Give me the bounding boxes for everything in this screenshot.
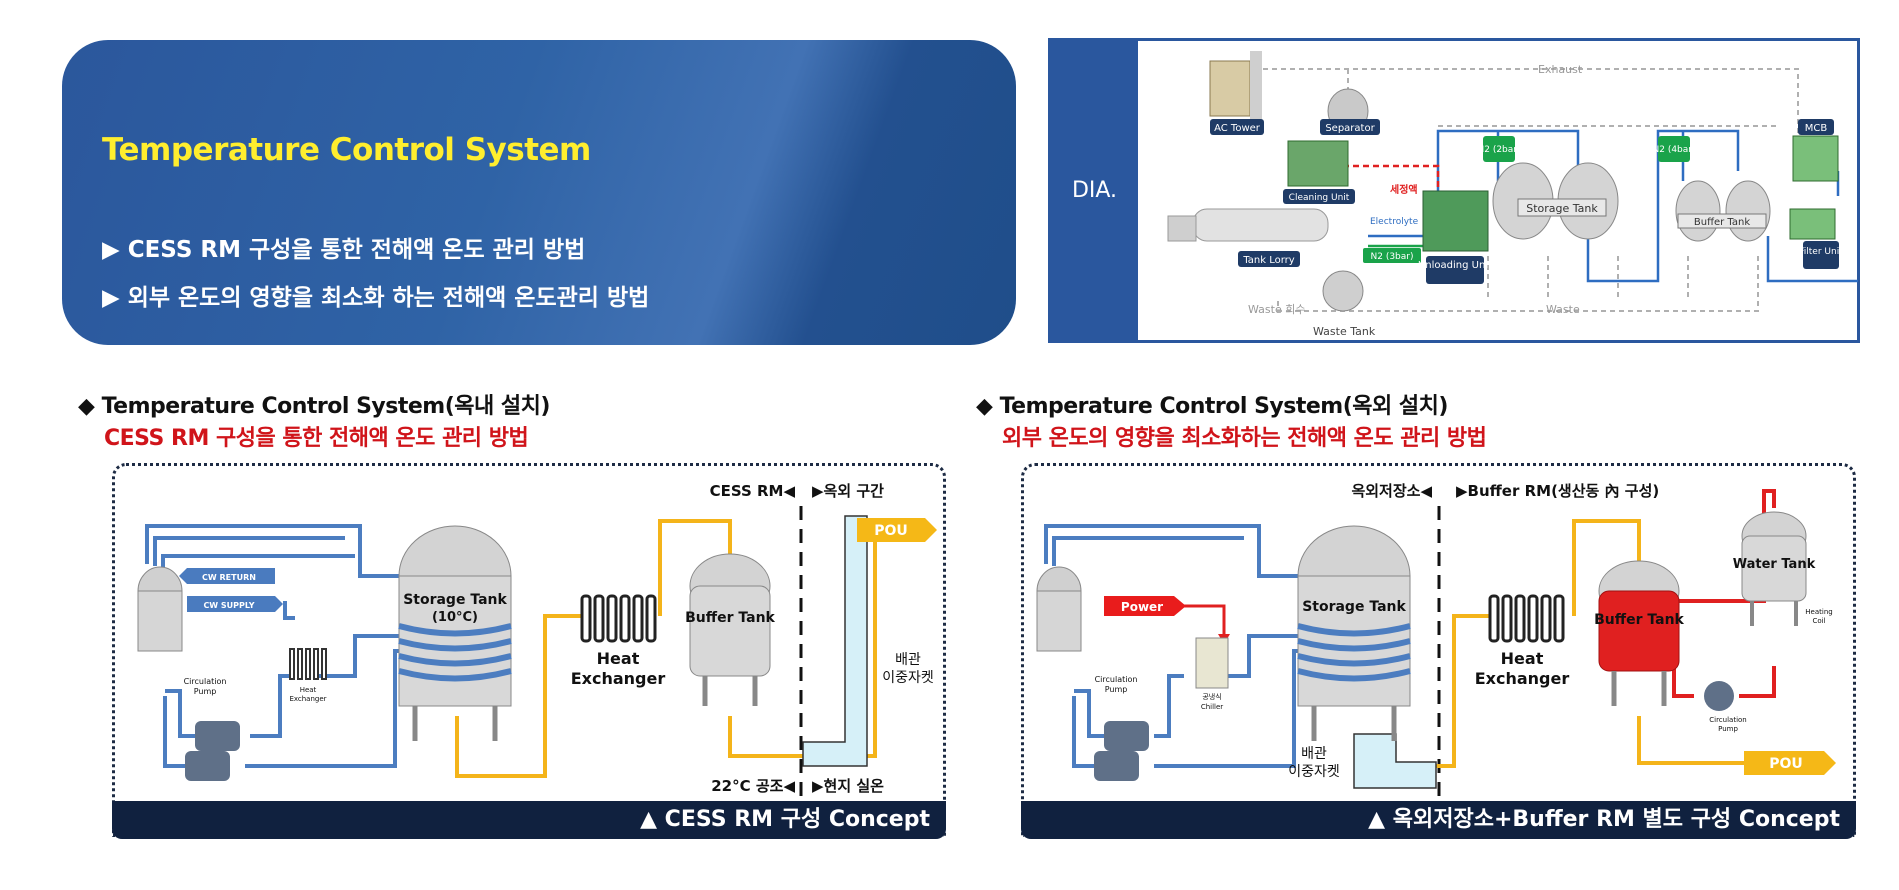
right-heat: Heat	[1501, 649, 1544, 668]
dia-buffer-tank: Buffer Tank	[1694, 217, 1750, 228]
right-buffer-rm: ▶Buffer RM(생산동 內 구성)	[1456, 482, 1659, 500]
left-subheading: CESS RM 구성을 통한 전해액 온도 관리 방법	[104, 426, 529, 451]
hero-title: Temperature Control System	[102, 132, 591, 168]
right-chiller-1: 공냉식	[1202, 692, 1221, 701]
right-buffer-tank: Buffer Tank	[1594, 612, 1684, 628]
right-pou: POU	[1769, 756, 1803, 772]
dia-unloading-unit: Unloading Unit	[1418, 260, 1492, 271]
left-storage-temp: (10°C)	[432, 610, 478, 625]
left-circ-pump-2: Pump	[194, 687, 217, 696]
right-water-tank: Water Tank	[1733, 557, 1816, 572]
left-heat: Heat	[597, 649, 640, 668]
left-hx-small-2: Exchanger	[289, 695, 326, 703]
hero-bullet-1: ▶ CESS RM 구성을 통한 전해액 온도 관리 방법	[102, 237, 586, 263]
hero-bullet-2: ▶ 외부 온도의 영향을 최소화 하는 전해액 온도관리 방법	[102, 285, 650, 311]
right-heating-2: Coil	[1812, 617, 1825, 625]
left-concept-panel: CESS RM◀ ▶옥외 구간 POU CW RETURN CW SUPPLY …	[112, 463, 946, 837]
dia-n2-2bar: N2 (2bar)	[1478, 145, 1521, 155]
right-pipe-1: 배관	[1301, 746, 1327, 762]
process-flow-diagram: Exhaust AC Tower Separator Cleaning Unit…	[1167, 51, 1858, 338]
left-circ-pump-1: Circulation	[184, 677, 227, 686]
dia-exhaust: Exhaust	[1538, 63, 1583, 76]
right-chiller-2: Chiller	[1201, 703, 1223, 711]
left-exchanger: Exchanger	[571, 669, 666, 688]
left-footer: ▲ CESS RM 구성 Concept	[112, 801, 946, 839]
right-subheading: 외부 온도의 영향을 최소화하는 전해액 온도 관리 방법	[1002, 426, 1487, 451]
dia-tank-lorry: Tank Lorry	[1242, 255, 1294, 266]
right-circ-pump-2: Pump	[1105, 685, 1128, 694]
left-storage-tank: Storage Tank	[403, 592, 507, 608]
dia-mcb: MCB	[1805, 123, 1828, 134]
left-pipe-1: 배관	[895, 652, 921, 668]
dia-filter-unit: Filter Unit	[1799, 247, 1843, 257]
left-hx-small-1: Heat	[300, 686, 317, 694]
left-pipe-2: 이중자켓	[882, 670, 934, 686]
left-concept-diagram: CESS RM◀ ▶옥외 구간 POU CW RETURN CW SUPPLY …	[137, 482, 937, 806]
left-cess-rm: CESS RM◀	[710, 482, 796, 500]
left-cw-return: CW RETURN	[202, 573, 256, 582]
left-site: ▶현지 실온	[812, 777, 884, 795]
dia-n2-4bar: N2 (4bar)	[1653, 145, 1696, 155]
dia-electrolyte: Electrolyte	[1370, 217, 1419, 227]
right-outdoor-store: 옥외저장소◀	[1351, 482, 1432, 500]
dia-waste: Waste	[1546, 303, 1580, 316]
left-pou: POU	[874, 523, 908, 539]
dia-label: DIA.	[1051, 41, 1138, 340]
dia-storage-tank: Storage Tank	[1526, 202, 1598, 215]
right-pump-1: Circulation	[1709, 716, 1747, 724]
left-hvac: 22°C 공조◀	[711, 777, 795, 795]
right-heading: ◆ Temperature Control System(옥외 설치)	[976, 394, 1448, 419]
right-pump-2: Pump	[1718, 725, 1738, 733]
right-pipe-2: 이중자켓	[1288, 764, 1340, 780]
left-cw-supply: CW SUPPLY	[203, 601, 254, 610]
dia-n2-3bar: N2 (3bar)	[1371, 252, 1414, 262]
dia-cleaning-unit: Cleaning Unit	[1289, 193, 1350, 203]
right-circ-pump-1: Circulation	[1095, 675, 1138, 684]
dia-separator: Separator	[1325, 123, 1375, 134]
dia-diagram: DIA.	[1048, 38, 1860, 343]
right-heating-1: Heating	[1805, 608, 1832, 616]
left-outdoor: ▶옥외 구간	[812, 482, 884, 500]
right-exchanger: Exchanger	[1475, 669, 1570, 688]
right-storage-tank: Storage Tank	[1302, 599, 1406, 615]
left-buffer-tank: Buffer Tank	[685, 610, 775, 626]
right-concept-panel: 옥외저장소◀ ▶Buffer RM(생산동 內 구성) Power 공냉식 Ch…	[1021, 463, 1856, 837]
right-footer: ▲ 옥외저장소+Buffer RM 별도 구성 Concept	[1021, 801, 1856, 839]
right-power: Power	[1121, 600, 1163, 614]
right-concept-diagram: 옥외저장소◀ ▶Buffer RM(생산동 內 구성) Power 공냉식 Ch…	[1036, 482, 1836, 806]
dia-ac-tower: AC Tower	[1214, 123, 1261, 134]
dia-wash: 세정액	[1390, 183, 1418, 196]
left-heading: ◆ Temperature Control System(옥내 설치)	[78, 394, 550, 419]
dia-waste-tank: Waste Tank	[1313, 325, 1376, 338]
hero-banner: Temperature Control System ▶ CESS RM 구성을…	[62, 40, 1016, 345]
dia-waste-recover: Waste 회수	[1248, 303, 1305, 316]
